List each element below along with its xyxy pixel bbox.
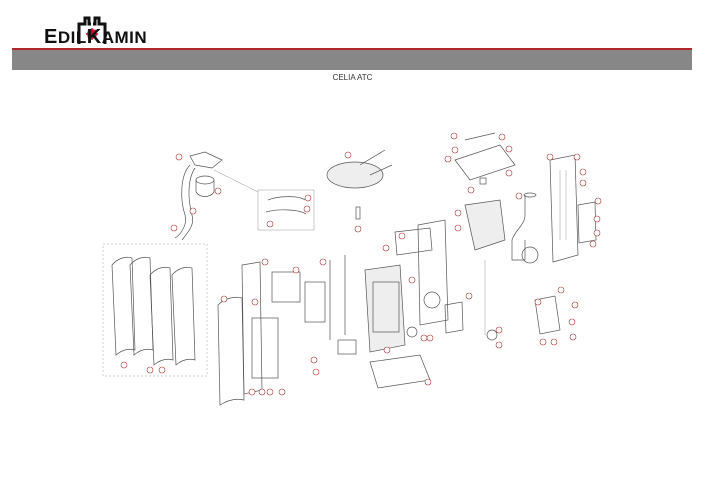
hopper-drawing [464, 199, 506, 251]
part-callouts [120, 132, 602, 396]
top-plate-drawing [454, 132, 516, 185]
back-panel-drawing [511, 154, 597, 264]
front-panel-drawing [217, 261, 301, 406]
top-cover-drawing [326, 149, 393, 220]
header-accent-line [12, 48, 692, 50]
side-panels-drawing [102, 243, 208, 377]
flue-kit-drawing [174, 151, 315, 241]
edilkamin-logo-icon [77, 16, 107, 44]
brand-name: EDILKAMIN [44, 26, 148, 48]
header-band [12, 50, 692, 70]
stove-body-drawing [304, 219, 449, 389]
page-title: CELIA ATC [332, 73, 373, 82]
electronics-drawing [444, 260, 561, 341]
